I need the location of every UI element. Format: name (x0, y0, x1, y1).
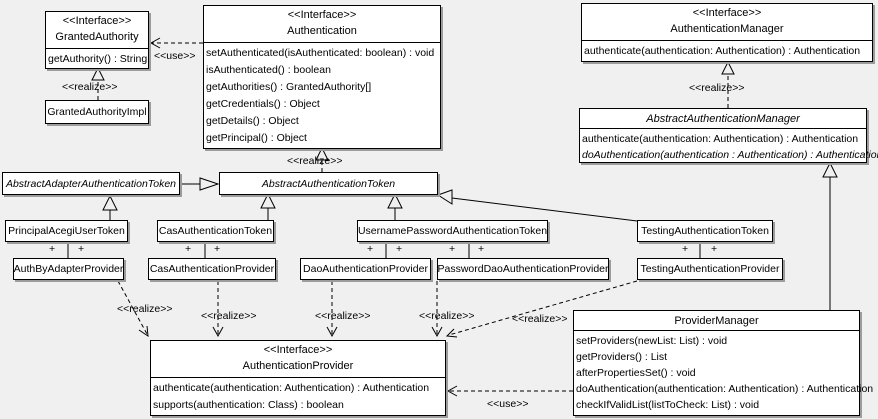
method: getAuthority() : String (48, 53, 148, 65)
method: getPrincipal() : Object (206, 132, 307, 144)
realize-label: <<realize>> (315, 310, 371, 322)
method: getAuthorities() : GrantedAuthority[] (206, 81, 372, 93)
method: checkIfValidList(listToCheck: List) : vo… (576, 399, 760, 411)
class-name: GrantedAuthority (55, 31, 139, 43)
edge-generalization-providermanager (822, 161, 838, 310)
class-abstract-authentication-manager: AbstractAuthenticationManager authentica… (579, 108, 878, 163)
class-authentication: <<Interface>> Authentication setAuthenti… (203, 5, 441, 149)
method: setAuthenticated(isAuthenticated: boolea… (206, 47, 435, 59)
realize-label: <<realize>> (512, 313, 568, 325)
realize-label: <<realize>> (287, 155, 343, 167)
association-plus: + (49, 243, 56, 255)
realize-label: <<realize>> (62, 81, 118, 93)
class-authentication-manager: <<Interface>> AuthenticationManager auth… (581, 3, 873, 62)
method: getProviders() : List (576, 351, 668, 363)
class-name: CasAuthenticationProvider (149, 263, 275, 275)
association-plus: + (449, 243, 456, 255)
association-plus: + (682, 243, 689, 255)
class-granted-authority: <<Interface>> GrantedAuthority getAuthor… (45, 11, 149, 69)
class-name: ProviderManager (674, 315, 759, 327)
class-name: UsernamePasswordAuthenticationToken (357, 225, 548, 237)
class-username-password-authentication-token: UsernamePasswordAuthenticationToken (357, 220, 548, 242)
class-name: AuthenticationProvider (242, 360, 354, 372)
class-name: Authentication (287, 25, 357, 37)
class-name: TestingAuthenticationToken (641, 225, 769, 237)
edge-realize-authbyadapterprovider (117, 280, 149, 338)
stereotype-label: <<Interface>> (692, 7, 762, 19)
edge-generalization-castoken (260, 192, 276, 220)
class-provider-manager: ProviderManager setProviders(newList: Li… (573, 310, 874, 416)
class-cas-authentication-token: CasAuthenticationToken (157, 220, 274, 242)
class-testing-authentication-provider: TestingAuthenticationProvider (637, 258, 783, 280)
edge-generalization-testingtoken (436, 189, 638, 222)
method: supports(authentication: Class) : boolea… (153, 399, 344, 411)
use-label: <<use>> (154, 50, 196, 62)
association-plus: + (185, 243, 192, 255)
method: getDetails() : Object (206, 115, 299, 127)
use-label: <<use>> (487, 398, 529, 410)
class-name: CasAuthenticationToken (158, 225, 273, 237)
class-abstract-authentication-token: AbstractAuthenticationToken (219, 172, 438, 195)
method: doAuthentication(authentication: Authent… (576, 383, 874, 395)
class-name: AuthenticationManager (670, 23, 784, 35)
method: afterPropertiesSet() : void (576, 367, 696, 379)
class-testing-authentication-token: TestingAuthenticationToken (637, 220, 773, 242)
class-name: PrincipalAcegiUserToken (8, 225, 125, 237)
class-cas-authentication-provider: CasAuthenticationProvider (148, 258, 276, 280)
realize-label: <<realize>> (689, 82, 745, 94)
association-plus: + (711, 243, 718, 255)
method: isAuthenticated() : boolean (206, 64, 331, 76)
edge-generalization-userpasstoken (387, 192, 403, 220)
class-name: AbstractAdapterAuthenticationToken (5, 177, 177, 190)
association-plus: + (78, 243, 85, 255)
realize-label: <<realize>> (201, 310, 257, 322)
stereotype-label: <<Interface>> (263, 344, 333, 356)
realize-label: <<realize>> (117, 303, 173, 315)
class-granted-authority-impl: GrantedAuthorityImpl (45, 100, 149, 124)
edge-use-authentication-grantedauthority (149, 37, 203, 49)
edge-generalization-adaptertoken-to-abstracttoken (180, 177, 220, 191)
association-plus: + (214, 243, 221, 255)
association-plus: + (396, 243, 403, 255)
edge-realize-grantedauthorityimpl (91, 66, 105, 100)
association-plus: + (478, 243, 485, 255)
method: getCredentials() : Object (206, 98, 320, 110)
edge-realize-daoprovider (326, 281, 338, 338)
association-plus: + (367, 243, 374, 255)
class-abstract-adapter-authentication-token: AbstractAdapterAuthenticationToken (2, 172, 180, 195)
class-name: PasswordDaoAuthenticationProvider (437, 263, 609, 275)
class-password-dao-authentication-provider: PasswordDaoAuthenticationProvider (437, 258, 609, 280)
stereotype-label: <<Interface>> (62, 15, 132, 27)
class-name: DaoAuthenticationProvider (303, 263, 428, 275)
edge-realize-testingprovider (445, 280, 638, 338)
class-name: AuthByAdapterProvider (13, 263, 124, 275)
method: authenticate(authentication: Authenticat… (582, 133, 859, 145)
class-dao-authentication-provider: DaoAuthenticationProvider (300, 258, 431, 280)
class-principal-acegi-user-token: PrincipalAcegiUserToken (5, 220, 128, 242)
edge-realize-casprovider (212, 281, 224, 338)
class-name: AbstractAuthenticationManager (646, 113, 800, 125)
class-name: AbstractAuthenticationToken (261, 177, 396, 190)
method: setProviders(newList: List) : void (576, 335, 728, 347)
edge-realize-abstracttoken-authentication (315, 146, 329, 172)
method: authenticate(authentication: Authenticat… (153, 382, 430, 394)
edge-realize-abstractmanager-authmanager (721, 60, 735, 108)
class-auth-by-adapter-provider: AuthByAdapterProvider (13, 258, 124, 280)
realize-label: <<realize>> (419, 310, 475, 322)
class-authentication-provider: <<Interface>> AuthenticationProvider aut… (150, 340, 446, 416)
edge-use-providermanager-authprovider (446, 385, 573, 397)
class-name: TestingAuthenticationProvider (640, 263, 780, 275)
method: authenticate(authentication: Authenticat… (584, 45, 861, 57)
edge-realize-passworddaoprovider (431, 281, 443, 338)
stereotype-label: <<Interface>> (287, 9, 357, 21)
class-name: GrantedAuthorityImpl (47, 106, 147, 118)
edge-generalization-principaltoken (102, 194, 118, 220)
method: doAuthentication(authentication : Authen… (582, 149, 878, 161)
